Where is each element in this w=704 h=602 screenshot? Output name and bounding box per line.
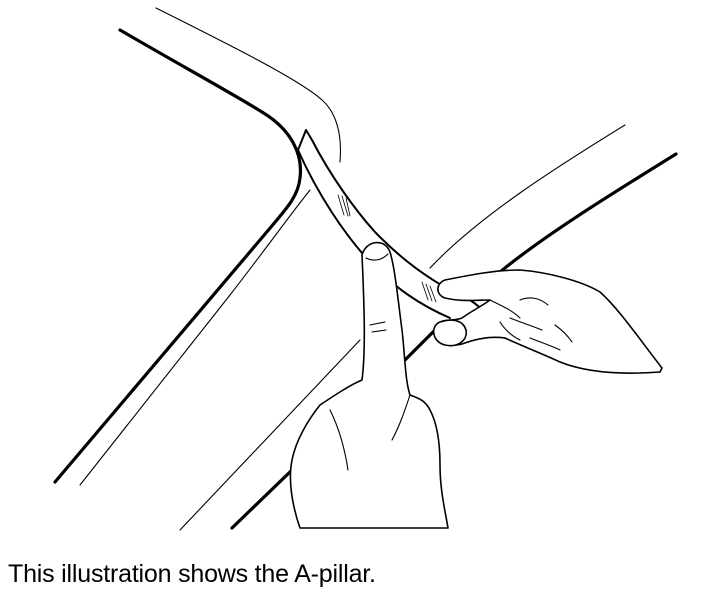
windshield-edge-thick xyxy=(498,152,678,274)
figure-caption: This illustration shows the A-pillar. xyxy=(8,560,376,588)
right-hand-creases xyxy=(489,297,573,351)
left-hand xyxy=(289,241,449,529)
left-hand-creases xyxy=(329,253,411,471)
a-pillar-illustration xyxy=(53,7,678,531)
windshield-edge-thin xyxy=(429,124,626,269)
trim-strip-texture-marks xyxy=(337,194,437,303)
door-frame-inner-line xyxy=(79,189,311,486)
trim-strip-tip xyxy=(297,129,307,151)
roof-outer-edge xyxy=(155,7,341,163)
door-frame-top-edge xyxy=(53,28,303,484)
interior-lower-line xyxy=(179,339,361,531)
right-thumb-tip xyxy=(432,319,468,347)
a-pillar-trim-strip xyxy=(305,129,506,339)
right-hand xyxy=(434,269,663,374)
